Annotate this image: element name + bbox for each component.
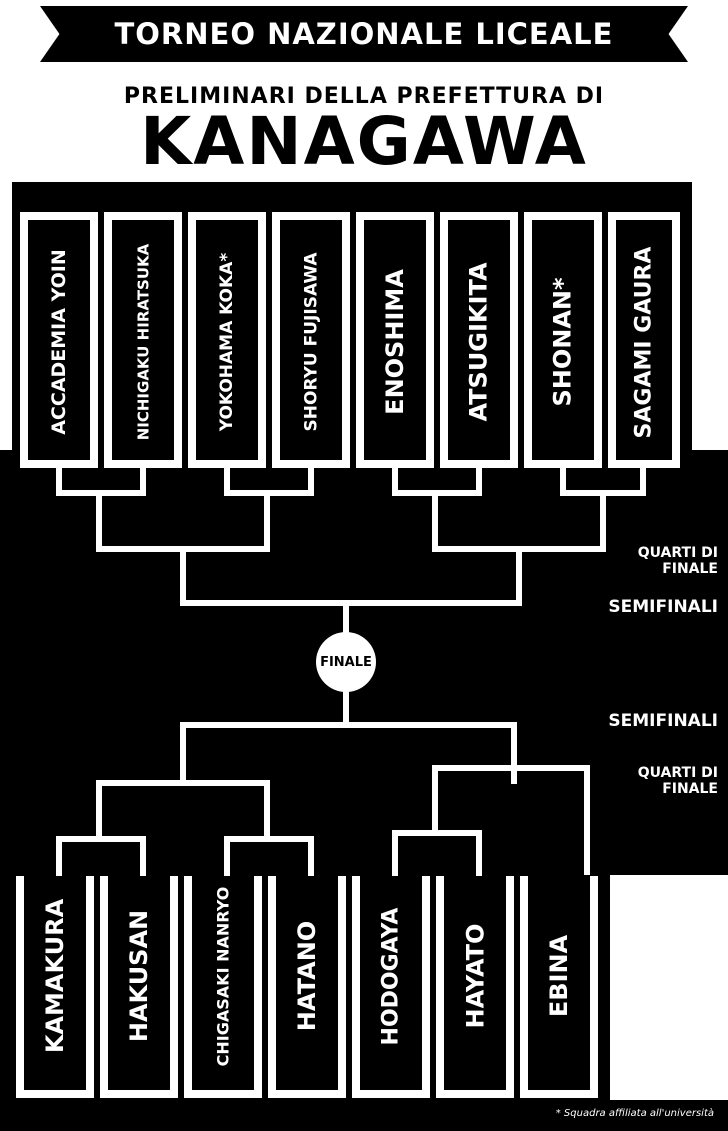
bracket-line (308, 460, 314, 496)
team-chigasaki-nanryo: CHIGASAKI NANRYO (213, 886, 233, 1066)
team-sagami-gaura: SAGAMI GAURA (631, 246, 657, 438)
top-team-inner-3 (196, 220, 258, 460)
top-team-inner-7 (532, 220, 594, 460)
top-team-inner-1 (28, 220, 90, 460)
header-banner (40, 6, 688, 62)
bottom-team-inner-4 (276, 876, 338, 1090)
team-kamakura: KAMAKURA (41, 898, 70, 1054)
bottom-team-inner-1 (24, 876, 86, 1090)
top-team-inner-8 (616, 220, 672, 460)
team-hodogaya: HODOGAYA (378, 907, 404, 1045)
bracket-line (224, 836, 230, 876)
top-team-inner-5 (364, 220, 426, 460)
stage-label-semifinals-top: SEMIFINALI (608, 597, 718, 617)
bracket-line (224, 460, 230, 496)
team-yokohama-koka: YOKOHAMA KOKA* (217, 252, 238, 432)
bracket-line (56, 460, 62, 496)
bracket-line (180, 546, 186, 606)
team-enoshima: ENOSHIMA (381, 269, 410, 415)
bracket-line (432, 765, 438, 835)
bracket-line (511, 722, 517, 784)
bracket-line (264, 490, 270, 550)
team-nichigaku-hiratsuka: NICHIGAKU HIRATSUKA (134, 243, 153, 441)
bracket-line (180, 722, 517, 728)
top-team-inner-6 (448, 220, 510, 460)
subtitle: PRELIMINARI DELLA PREFETTURA DI (123, 84, 605, 109)
tournament-title: TORNEO NAZIONALE LICEALE (114, 17, 614, 51)
bracket-line (140, 836, 146, 876)
footnote: * Squadra affiliata all'università (555, 1108, 714, 1119)
bracket-line (96, 490, 102, 550)
team-hatano: HATANO (293, 920, 321, 1032)
bottom-team-inner-6 (444, 876, 506, 1090)
bracket-line (432, 490, 438, 550)
team-accademia-yoin: ACCADEMIA YOIN (48, 249, 71, 435)
top-team-inner-4 (280, 220, 342, 460)
bracket-line (224, 836, 314, 842)
team-atsugikita: ATSUGIKITA (465, 262, 493, 422)
team-hakusan: HAKUSAN (125, 909, 153, 1043)
bracket-line (476, 830, 482, 876)
bracket-line (308, 836, 314, 876)
bracket-line (516, 546, 522, 606)
bracket-line (56, 836, 146, 842)
bottom-team-inner-3 (192, 876, 254, 1090)
bracket-line (432, 765, 590, 771)
footer-strip (0, 1100, 728, 1131)
bracket-line (96, 780, 102, 840)
bracket-line (56, 836, 62, 876)
final-node: FINALE (316, 632, 376, 692)
bracket-line (264, 780, 270, 840)
bracket-line (600, 490, 606, 550)
team-ebina: EBINA (545, 934, 573, 1018)
prefecture-title: KANAGAWA (140, 103, 588, 180)
bottom-team-inner-5 (360, 876, 422, 1090)
bracket-line (584, 765, 590, 875)
team-shoryu-fujisawa: SHORYU FUJISAWA (301, 252, 321, 432)
team-hayato: HAYATO (461, 923, 489, 1029)
bracket-line (140, 460, 146, 496)
bracket-line (476, 460, 482, 496)
bracket-line (180, 600, 522, 606)
stage-label-semifinals-bottom: SEMIFINALI (608, 711, 718, 731)
team-shonan: SHONAN* (549, 277, 578, 407)
bracket-line (392, 830, 398, 876)
bracket-line (96, 780, 270, 786)
bracket-line (392, 460, 398, 496)
bottom-team-inner-2 (108, 876, 170, 1090)
top-team-inner-2 (112, 220, 174, 460)
bracket-line (640, 460, 646, 496)
bottom-team-inner-7 (528, 876, 590, 1090)
bracket-line (180, 722, 186, 784)
bracket-line (392, 830, 482, 836)
bracket-line (560, 460, 566, 496)
bracket-line (343, 600, 349, 634)
bracket-line (343, 690, 349, 726)
